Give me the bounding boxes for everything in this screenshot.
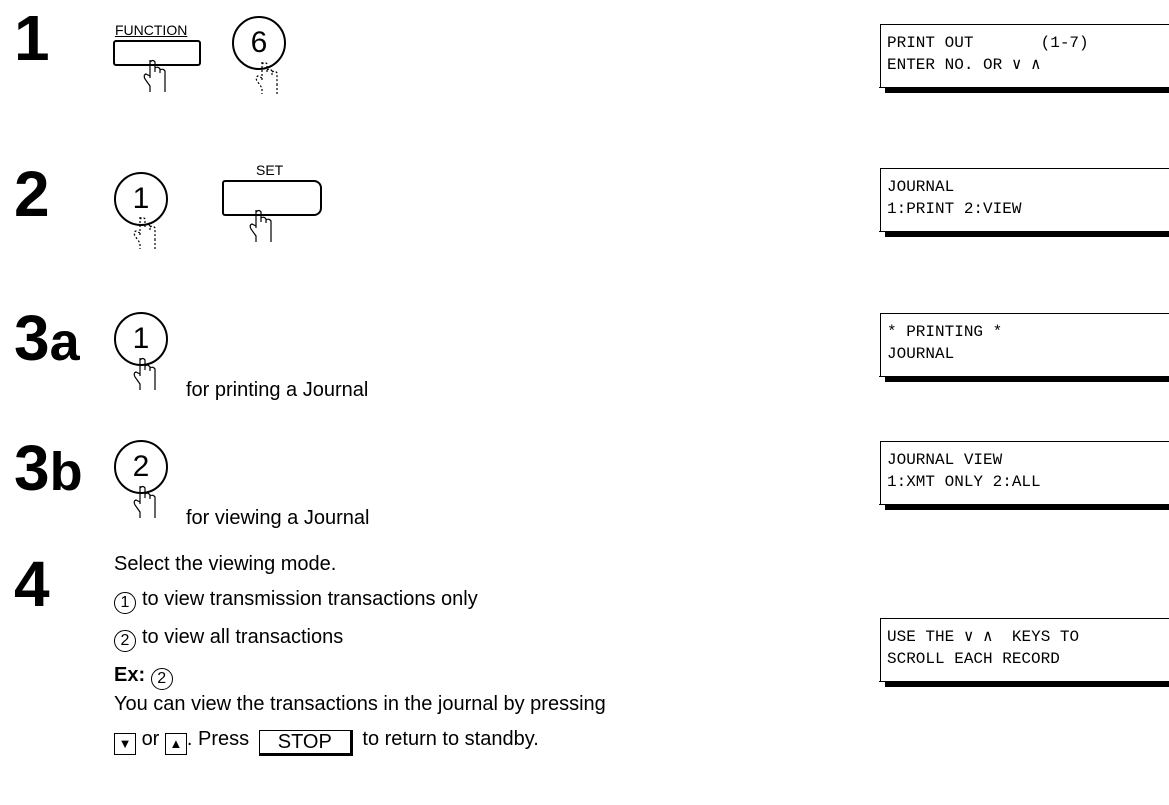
key-1[interactable]: 1 [114,592,136,614]
key-2: 2 [150,668,173,690]
step-4-line6: ▼ or ▲. Press STOP to return to standby. [114,728,539,756]
lcd-display-scroll: USE THE ∨ ∧ KEYS TO SCROLL EACH RECORD [879,618,1169,687]
step-4-line5: You can view the transactions in the jou… [114,693,606,715]
step-4-example: Ex: 2 [114,664,179,690]
stop-key[interactable]: STOP [258,730,353,756]
lcd-line: 1:XMT ONLY 2:ALL [887,473,1041,491]
lcd-display-print-out: PRINT OUT (1-7) ENTER NO. OR ∨ ∧ [879,24,1169,93]
step-3b-caption: for viewing a Journal [186,507,370,529]
or-text: or [141,728,160,750]
lcd-display-journal: JOURNAL 1:PRINT 2:VIEW [879,168,1169,237]
set-key-label: SET [256,162,284,178]
lcd-line: JOURNAL [887,345,955,363]
hand-press-icon [133,216,156,249]
step-number-2: 2 [14,158,50,230]
key-1[interactable]: 1 [114,312,168,366]
up-arrow-key[interactable]: ▲ [164,733,187,755]
lcd-line: JOURNAL VIEW [887,451,1003,469]
step-number-1: 1 [14,2,50,74]
press-text: . Press [186,728,250,750]
option2-text: to view all transactions [142,626,344,648]
step-number-3b: 3b [14,432,83,504]
lcd-display-journal-view: JOURNAL VIEW 1:XMT ONLY 2:ALL [879,441,1169,510]
key-2[interactable]: 2 [114,440,168,494]
option1-text: to view transmission transactions only [142,588,478,610]
key-1[interactable]: 1 [114,172,168,226]
hand-press-icon [143,59,166,92]
lcd-line: PRINT OUT (1-7) [887,34,1089,52]
lcd-line: ENTER NO. OR ∨ ∧ [887,56,1041,74]
lcd-line: USE THE ∨ ∧ KEYS TO [887,628,1080,646]
step-4-option1: 1 to view transmission transactions only [114,588,478,614]
hand-press-icon [255,61,278,94]
key-2[interactable]: 2 [114,630,136,652]
step-3a-caption: for printing a Journal [186,379,369,401]
function-key-label: FUNCTION [115,22,188,38]
step-number-3a: 3a [14,302,80,374]
step-4-line1: Select the viewing mode. [114,553,337,575]
lcd-line: SCROLL EACH RECORD [887,650,1060,668]
down-arrow-key[interactable]: ▼ [114,733,136,755]
step-4-option2: 2 to view all transactions [114,626,343,652]
example-label: Ex: [114,664,146,686]
standby-text: to return to standby. [362,728,539,750]
lcd-line: * PRINTING * [887,323,1003,341]
step-number-4: 4 [14,548,50,620]
function-key[interactable] [113,40,201,66]
lcd-line: JOURNAL [887,178,955,196]
key-6[interactable]: 6 [232,16,286,70]
lcd-line: 1:PRINT 2:VIEW [887,200,1022,218]
hand-press-icon [133,357,156,390]
set-key[interactable] [222,180,322,216]
lcd-display-printing: * PRINTING * JOURNAL [879,313,1169,382]
hand-press-icon [133,485,156,518]
hand-press-icon [249,209,272,242]
